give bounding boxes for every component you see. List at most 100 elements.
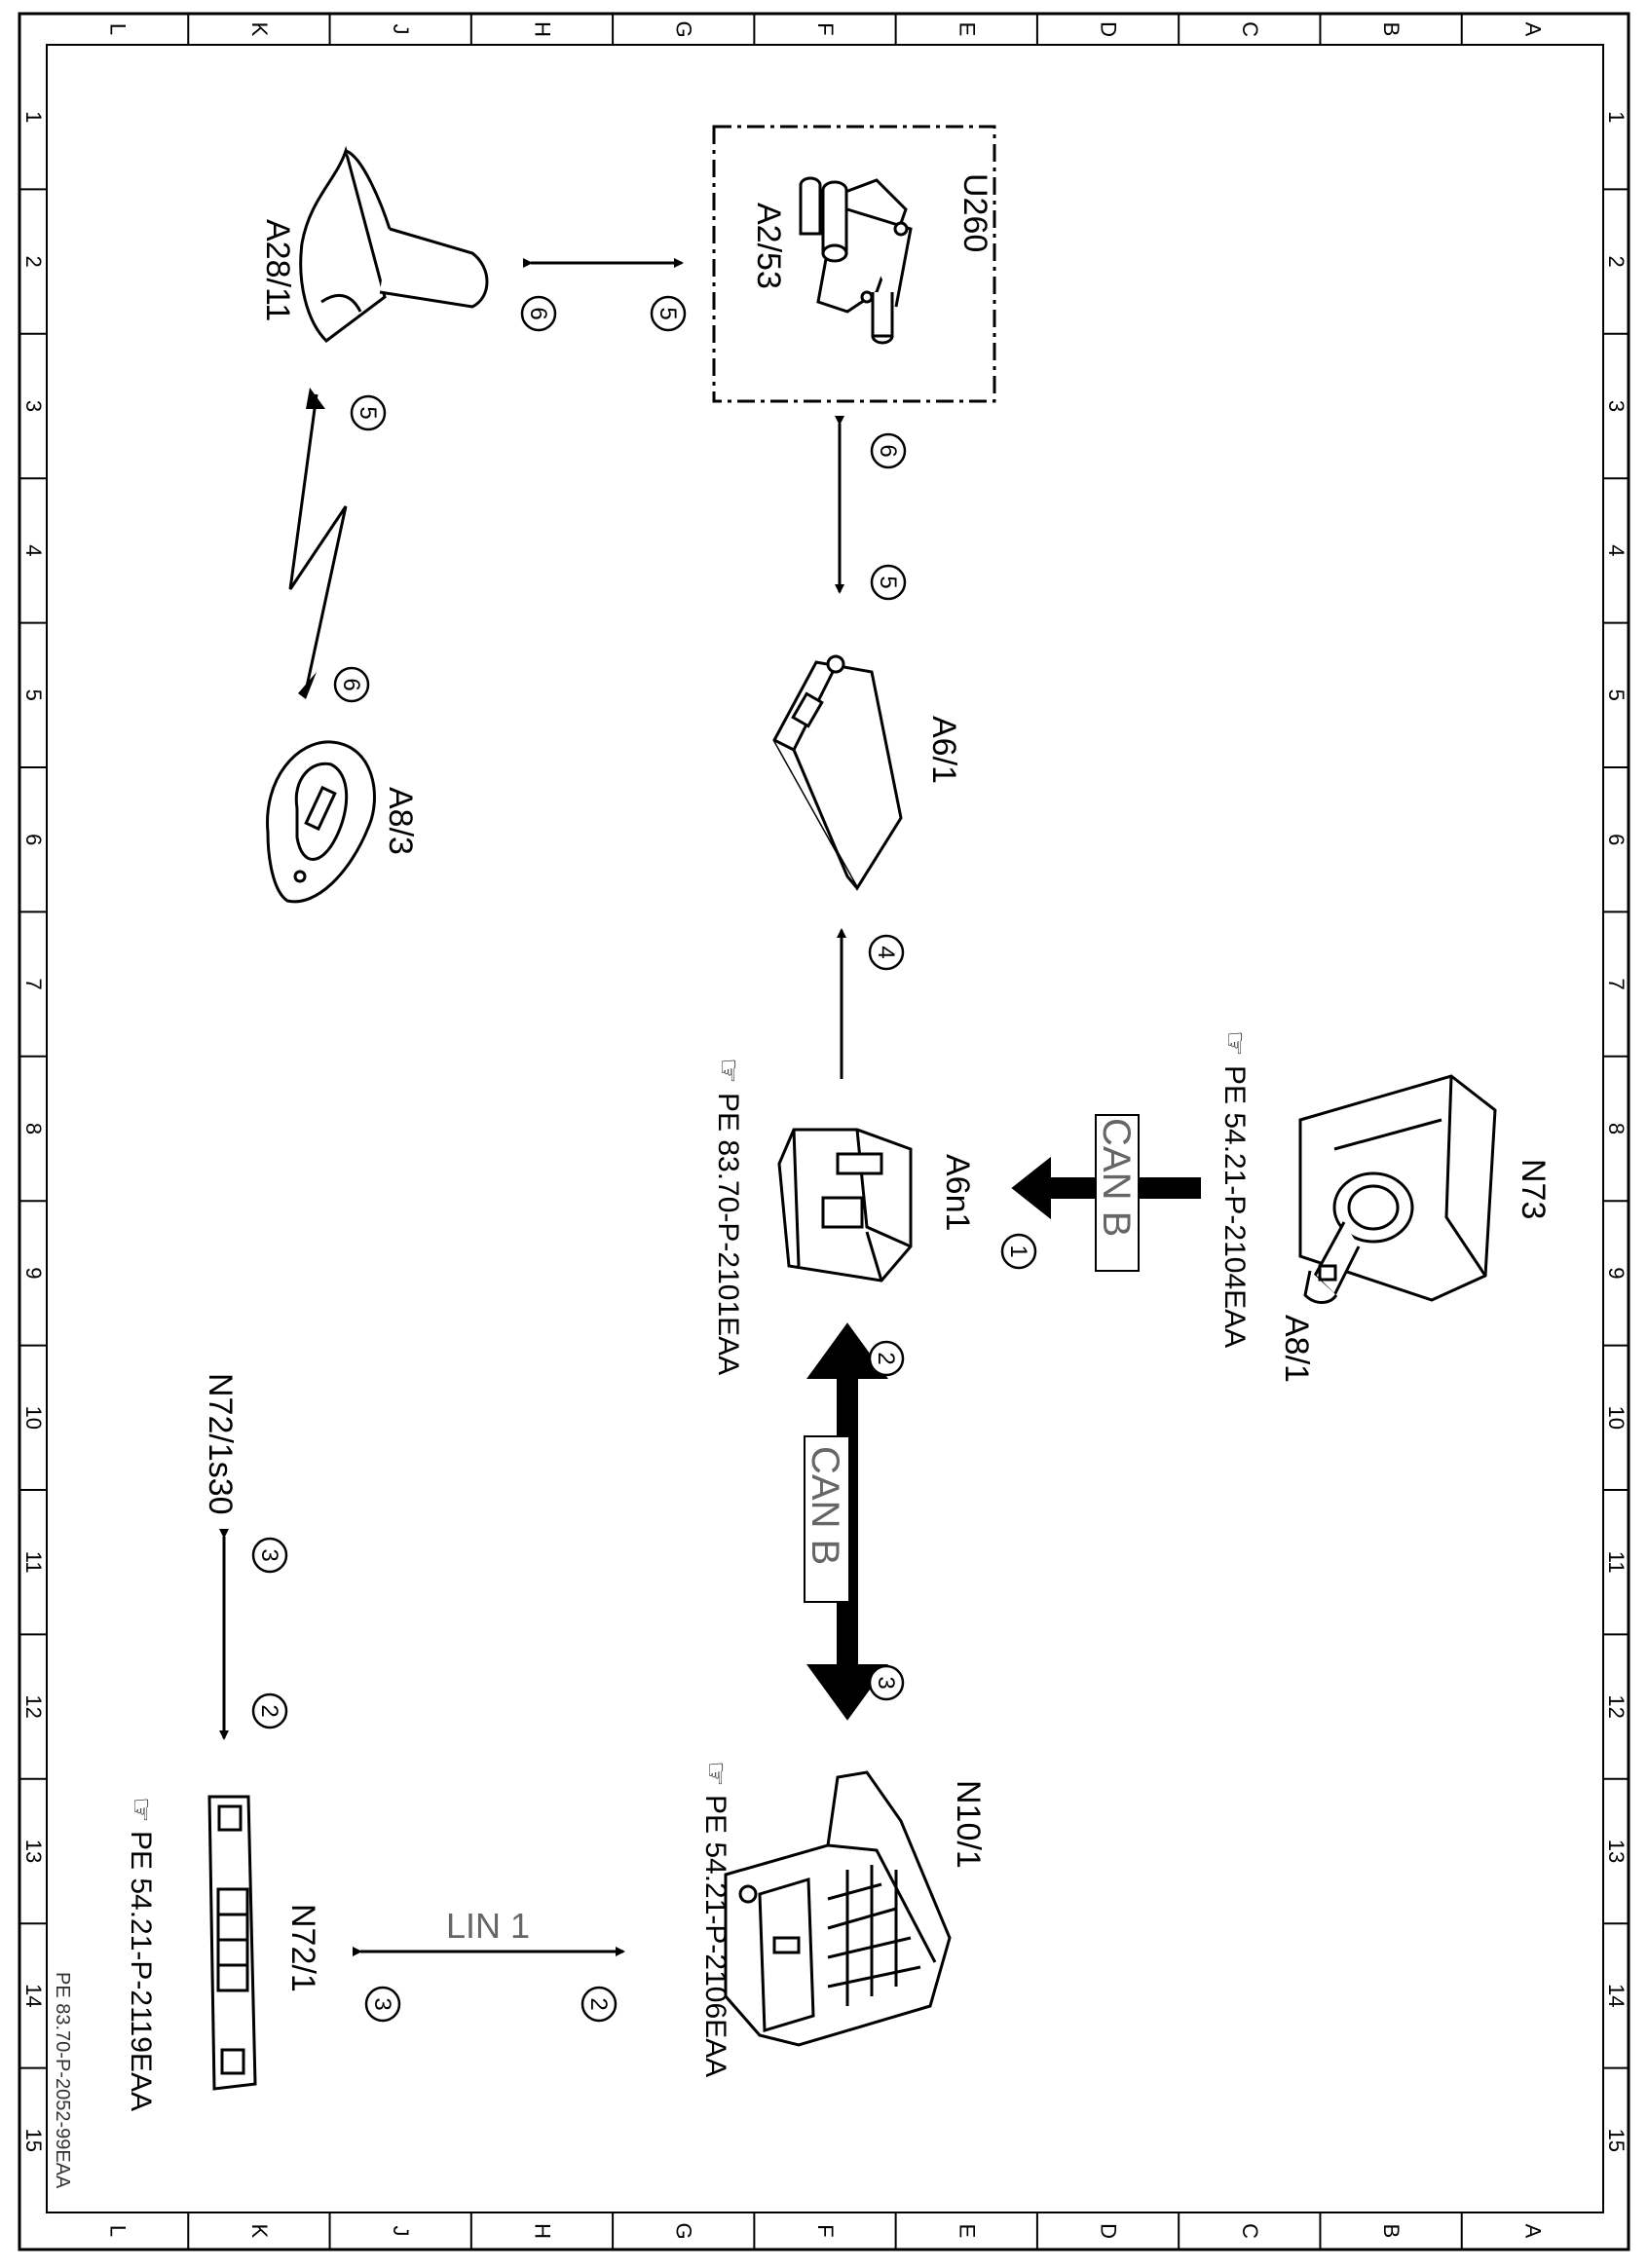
svg-text:3: 3 <box>256 1548 282 1561</box>
step-2-badge-lin: 2 <box>581 1986 618 2023</box>
grid-letter-bottom: A <box>1520 2224 1545 2239</box>
step-1-badge: 1 <box>1000 1233 1037 1270</box>
step-5-badge-vertical: 5 <box>870 564 907 601</box>
svg-text:5: 5 <box>875 576 901 588</box>
step-6-badge-top: 6 <box>520 295 557 332</box>
grid-letter-bottom: F <box>813 2224 838 2237</box>
grid-row-number-left: 7 <box>21 978 46 989</box>
grid-row-number-right: 12 <box>1604 1694 1629 1718</box>
svg-text:5: 5 <box>655 307 681 319</box>
step-6-badge-vertical: 6 <box>870 432 907 469</box>
grid-row-number-right: 3 <box>1604 400 1629 412</box>
grid-letter-top: F <box>813 22 838 35</box>
grid-letter-bottom: C <box>1238 2223 1262 2239</box>
svg-text:4: 4 <box>873 946 899 958</box>
svg-text:2: 2 <box>873 1352 899 1364</box>
n10-1-sam-module-icon <box>724 1770 952 2047</box>
a6n1-label: A6n1 <box>939 1154 976 1231</box>
svg-text:PE 54.21-P-2104EAA: PE 54.21-P-2104EAA <box>1218 1065 1251 1348</box>
a2-53-label: A2/53 <box>750 203 787 289</box>
grid-letter-bottom: G <box>672 2222 696 2239</box>
a28-11-antenna-icon <box>299 145 489 343</box>
grid-row-number-left: 6 <box>21 834 46 845</box>
grid-row-number-right: 14 <box>1604 1984 1629 2007</box>
zigzag-arrowhead-top <box>306 388 325 409</box>
grid-row-number-right: 2 <box>1604 255 1629 267</box>
grid-row-number-right: 8 <box>1604 1123 1629 1134</box>
step-2-badge-switch: 2 <box>251 1692 288 1729</box>
radio-zigzag-link <box>288 393 348 688</box>
grid-row-number-left: 8 <box>21 1123 46 1134</box>
grid-row-number-right: 6 <box>1604 834 1629 845</box>
grid-ticks <box>19 14 1629 2249</box>
grid-row-number-left: 14 <box>21 1984 46 2007</box>
svg-text:PE 54.21-P-2106EAA: PE 54.21-P-2106EAA <box>699 1795 731 2077</box>
can-b-tag-mid <box>804 1435 850 1603</box>
a8-3-remote-key-icon <box>266 740 376 904</box>
grid-row-number-left: 11 <box>21 1551 46 1574</box>
a2-53-actuator-icon <box>799 176 913 345</box>
grid-row-number-left: 5 <box>21 689 46 701</box>
a8-3-label: A8/3 <box>382 787 419 855</box>
can-b-label-top: CAN B <box>1095 1118 1138 1237</box>
grid-row-number-left: 9 <box>21 1267 46 1279</box>
grid-letter-bottom: B <box>1379 2224 1404 2239</box>
document-id: PE 83.70-P-2052-99EAA <box>52 1972 73 2189</box>
svg-text:☞: ☞ <box>1218 1030 1251 1057</box>
u260-boundary <box>712 125 996 403</box>
n73-ignition-switch-icon <box>1298 1074 1497 1304</box>
grid-letter-bottom: K <box>247 2224 272 2239</box>
grid-row-number-left: 2 <box>21 255 46 267</box>
u260-label: U260 <box>956 173 993 252</box>
grid-row-number-right: 5 <box>1604 689 1629 701</box>
grid-row-number-left: 12 <box>21 1694 46 1718</box>
grid-row-number-left: 13 <box>21 1840 46 1863</box>
svg-text:3: 3 <box>873 1676 899 1689</box>
svg-text:1: 1 <box>1005 1245 1031 1257</box>
inner-frame <box>46 44 1604 2213</box>
svg-text:6: 6 <box>525 307 551 319</box>
grid-row-number-right: 7 <box>1604 978 1629 989</box>
n10-1-label: N10/1 <box>950 1780 987 1869</box>
grid-letter-top: J <box>389 24 413 35</box>
grid-row-number-right: 1 <box>1604 111 1629 123</box>
n72-1-label: N72/1 <box>284 1904 321 1992</box>
grid-letter-top: B <box>1379 22 1404 37</box>
svg-text:☞: ☞ <box>699 1761 731 1787</box>
svg-text:PE 83.70-P-2101EAA: PE 83.70-P-2101EAA <box>712 1093 744 1375</box>
n72-1-overhead-panel-icon <box>207 1795 257 2091</box>
can-b-label-mid: CAN B <box>804 1446 846 1565</box>
grid-letter-top: G <box>672 20 696 37</box>
step-5-badge-top: 5 <box>650 295 687 332</box>
grid-letter-top: A <box>1520 22 1545 37</box>
grid-letter-bottom: D <box>1097 2223 1121 2239</box>
grid-letter-bottom: L <box>106 2225 131 2237</box>
a6-1-control-unit-icon <box>772 654 903 891</box>
grid-row-number-left: 1 <box>21 111 46 123</box>
grid-letter-top: C <box>1238 21 1262 37</box>
svg-text:6: 6 <box>338 678 364 690</box>
outer-frame <box>18 12 1630 2251</box>
grid-row-number-right: 10 <box>1604 1406 1629 1430</box>
grid-letter-bottom: E <box>955 2224 979 2239</box>
svg-text:3: 3 <box>369 1997 395 2010</box>
grid-letter-top: K <box>247 22 272 37</box>
zigzag-arrowhead-bottom <box>298 672 317 699</box>
svg-text:☞: ☞ <box>712 1058 744 1084</box>
a28-11-label: A28/11 <box>259 219 296 321</box>
n72-1s30-label: N72/1s30 <box>202 1373 239 1515</box>
a6-1-label: A6/1 <box>925 716 962 784</box>
grid-row-number-left: 4 <box>21 544 46 556</box>
grid-letter-top: H <box>530 21 554 37</box>
grid-letter-bottom: J <box>389 2226 413 2237</box>
step-6-badge-zigzag: 6 <box>333 666 370 703</box>
step-2-badge-can: 2 <box>868 1340 905 1377</box>
svg-text:☞: ☞ <box>125 1797 157 1823</box>
svg-text:PE 54.21-P-2119EAA: PE 54.21-P-2119EAA <box>125 1831 157 2111</box>
a6n1-control-unit-icon <box>777 1128 913 1283</box>
step-3-badge-lin: 3 <box>364 1986 401 2023</box>
